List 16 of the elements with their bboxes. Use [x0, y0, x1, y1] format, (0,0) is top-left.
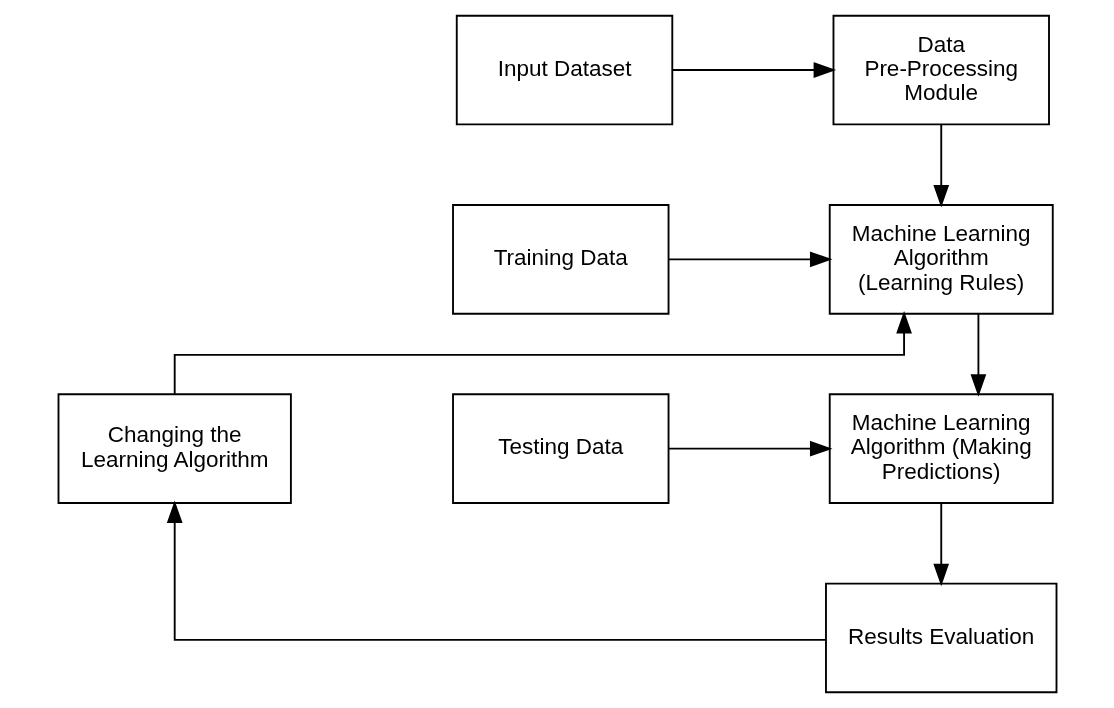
arrow — [932, 502, 949, 587]
arrow — [932, 123, 949, 208]
arrow — [166, 500, 827, 641]
arrow — [667, 251, 832, 268]
node-box: Results Evaluation — [824, 582, 1057, 694]
arrow — [173, 311, 912, 396]
arrow — [667, 440, 832, 457]
node-box: Machine Learning Algorithm (Learning Rules) — [828, 204, 1054, 315]
arrow — [970, 313, 986, 397]
node-box: Changing the Learning Algorithm — [57, 393, 292, 504]
node-box: Training Data — [451, 204, 669, 315]
node-box: Data Pre-Processing Module — [832, 14, 1050, 126]
node-box: Testing Data — [451, 393, 669, 504]
node-box: Machine Learning Algorithm (Making Predictions) — [828, 393, 1054, 504]
node-box: Input Dataset — [455, 14, 673, 126]
arrow — [671, 62, 836, 78]
